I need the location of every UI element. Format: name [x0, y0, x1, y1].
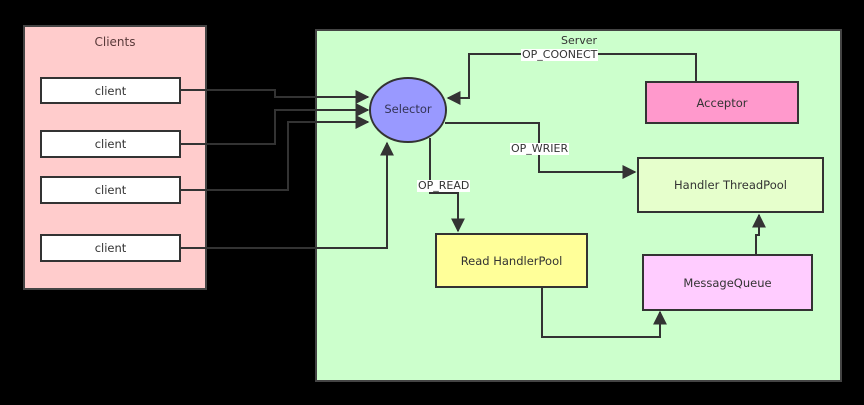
edge-read-handlerpool-message-queue [541, 288, 667, 338]
handler-threadpool-node[interactable]: Handler ThreadPool [637, 157, 824, 213]
edge-acceptor-selector [446, 53, 697, 105]
server-group-title: Server [561, 34, 598, 47]
selector-node-shape[interactable] [369, 77, 447, 143]
edge-label-op-write: OP_WRIER [510, 142, 570, 155]
edge-client2-selector [181, 103, 370, 145]
edge-client4-selector [181, 141, 394, 249]
client-node[interactable]: client [40, 234, 181, 262]
edge-client1-selector [181, 89, 370, 104]
acceptor-node[interactable]: Acceptor [645, 81, 799, 124]
edge-label-op-connect: OP_COONECT [521, 48, 599, 61]
edge-selector-read-handlerpool [429, 138, 465, 233]
selector-node-label: Selector [384, 102, 432, 116]
message-queue-node[interactable]: MessageQueue [642, 254, 813, 311]
client-node[interactable]: client [40, 130, 181, 158]
client-node[interactable]: client [40, 77, 181, 104]
client-node[interactable]: client [40, 176, 181, 204]
edge-client3-selector [181, 115, 370, 191]
read-handlerpool-node[interactable]: Read HandlerPool [435, 233, 588, 288]
clients-group-title: Clients [94, 35, 136, 49]
edge-message-queue-handler-threadpool [752, 213, 766, 254]
edge-label-op-read: OP_READ [417, 179, 471, 192]
